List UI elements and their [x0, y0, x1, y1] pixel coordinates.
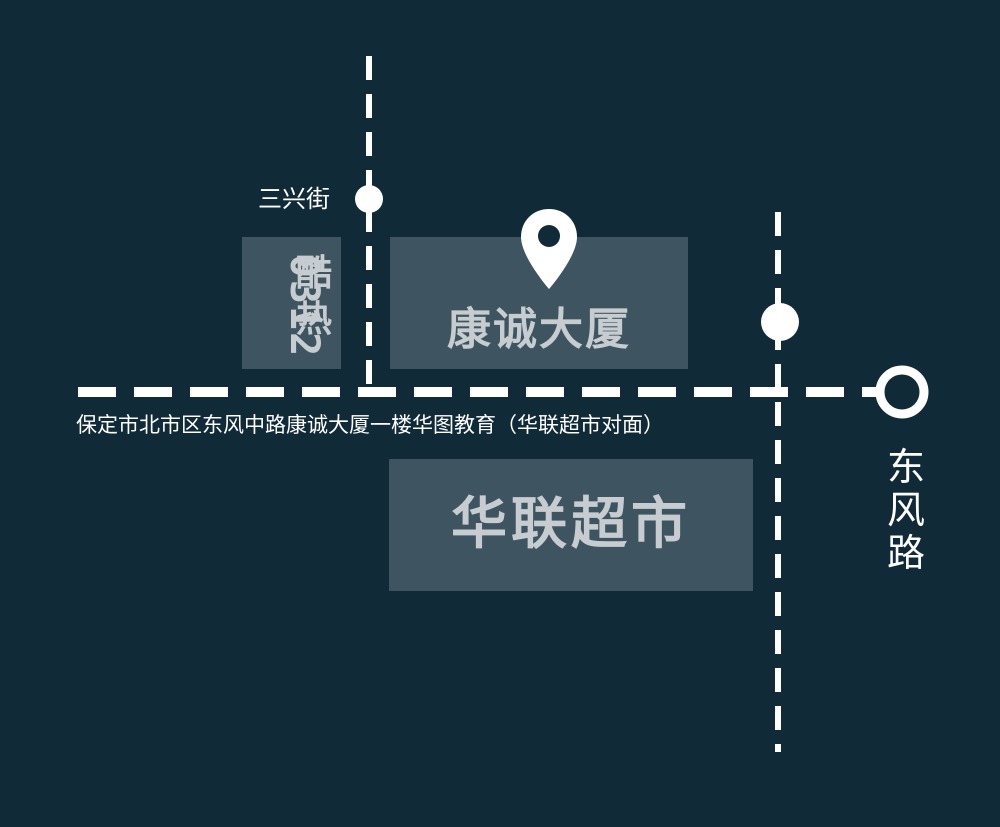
kure-name-label: 酷热 [295, 253, 332, 340]
kangcheng-building-label: 康诚大厦 [447, 304, 631, 355]
hualian-supermarket-label: 华联超市 [451, 492, 691, 557]
hualian-supermarket-block: 华联超市 [389, 459, 753, 591]
east-road-dot-icon [761, 303, 799, 341]
road-end-ring-icon [875, 365, 929, 419]
kure-block: 0312 酷热 [242, 237, 341, 369]
sanxing-street-label: 三兴街 [258, 185, 330, 213]
address-text: 保定市北市区东风中路康诚大厦一楼华图教育（华联超市对面） [76, 413, 664, 437]
dongfeng-road-label: 东风路 [886, 445, 925, 575]
map-pin-icon [521, 209, 577, 289]
sanxing-dot-icon [355, 185, 383, 213]
kangcheng-building-block: 康诚大厦 [390, 209, 688, 369]
